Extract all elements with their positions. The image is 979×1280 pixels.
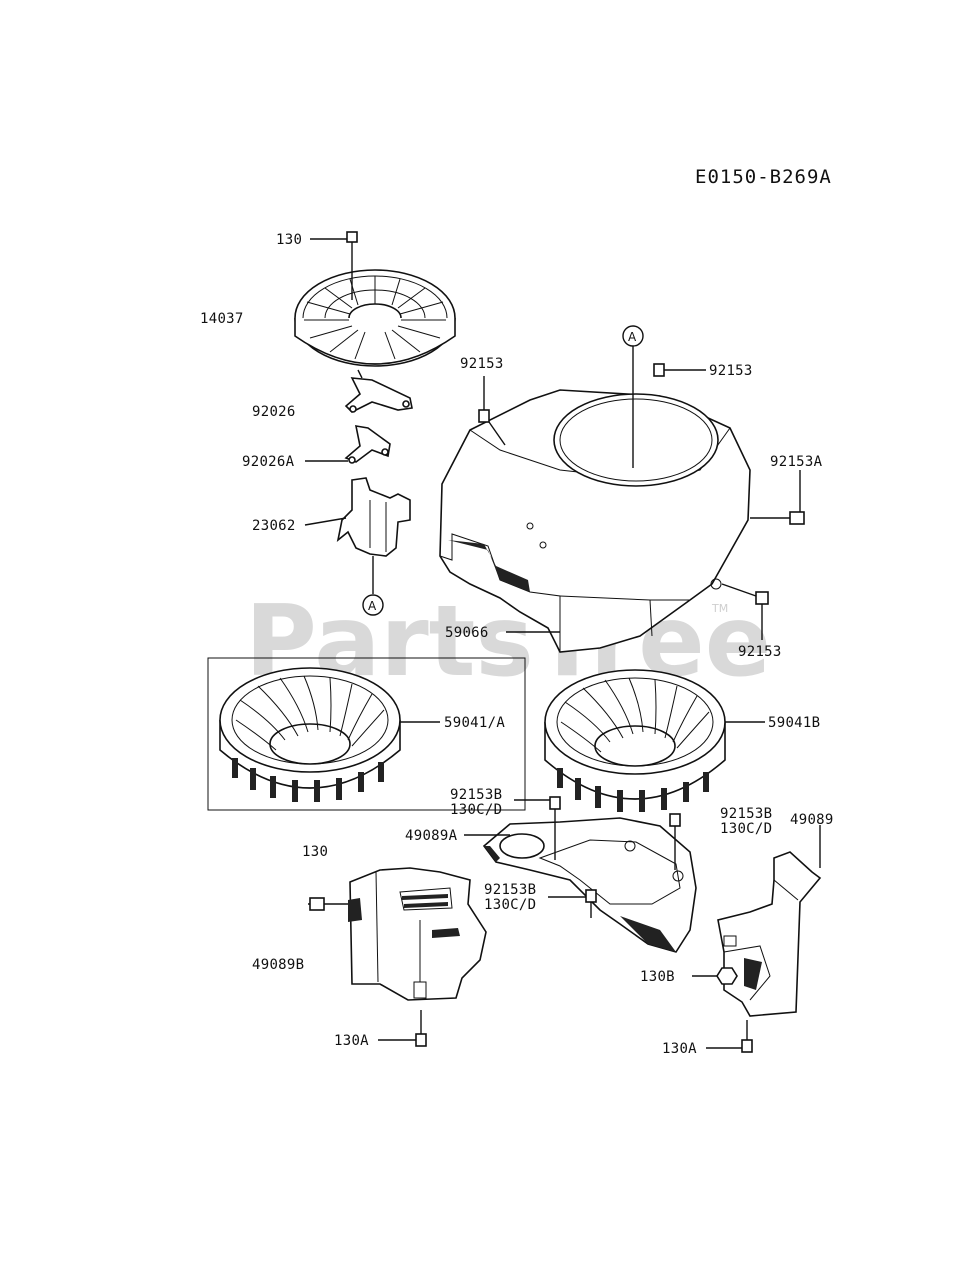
label-130CD-1: 130C/D bbox=[450, 802, 502, 818]
bolt-92153B-top[interactable] bbox=[549, 796, 561, 860]
bracket-23062[interactable] bbox=[336, 477, 411, 557]
label-92153B-1: 92153B bbox=[450, 787, 502, 803]
bolt-92153A[interactable] bbox=[789, 511, 805, 525]
label-92153-left: 92153 bbox=[460, 356, 504, 372]
label-130A-left: 130A bbox=[334, 1033, 369, 1049]
bracket-92026[interactable] bbox=[344, 377, 413, 413]
label-92026A: 92026A bbox=[242, 454, 295, 470]
label-130CD-3: 130C/D bbox=[484, 897, 536, 913]
bolt-130A-right[interactable] bbox=[741, 1020, 753, 1053]
baffle-49089B[interactable] bbox=[348, 867, 487, 1001]
rotating-screen-14037[interactable] bbox=[294, 269, 456, 367]
bolt-130CD-right[interactable] bbox=[669, 813, 681, 870]
label-130-top: 130 bbox=[276, 232, 302, 248]
label-130-mid: 130 bbox=[302, 844, 328, 860]
ref-marker-A-upper: A bbox=[622, 325, 644, 347]
bracket-92026A[interactable] bbox=[344, 425, 391, 464]
diagram-code: E0150-B269A bbox=[695, 166, 832, 188]
bolt-130A-left[interactable] bbox=[415, 1010, 427, 1047]
fan-59041-A[interactable] bbox=[219, 667, 401, 802]
label-92153B-2: 92153B bbox=[720, 806, 772, 822]
fan-housing-59066[interactable] bbox=[439, 389, 751, 653]
label-92153B-3: 92153B bbox=[484, 882, 536, 898]
bolt-92153-left[interactable] bbox=[478, 409, 490, 423]
bolt-92153B-lower[interactable] bbox=[585, 889, 597, 918]
baffle-49089[interactable] bbox=[717, 851, 822, 1017]
bolt-92153-lower[interactable] bbox=[755, 591, 769, 605]
label-23062: 23062 bbox=[252, 518, 296, 534]
baffle-plate-49089A[interactable] bbox=[482, 817, 697, 953]
watermark-trademark: TM bbox=[711, 602, 728, 615]
label-130B: 130B bbox=[640, 969, 675, 985]
label-59041B: 59041B bbox=[768, 715, 820, 731]
label-92153-right: 92153 bbox=[709, 363, 753, 379]
bolt-130-top[interactable] bbox=[346, 231, 358, 300]
nut-130B[interactable] bbox=[716, 967, 738, 985]
bolt-130-mid[interactable] bbox=[308, 897, 348, 911]
label-59041-A: 59041/A bbox=[444, 715, 505, 731]
label-92153-lower: 92153 bbox=[738, 644, 782, 660]
label-92026: 92026 bbox=[252, 404, 296, 420]
label-130A-right: 130A bbox=[662, 1041, 697, 1057]
label-49089A: 49089A bbox=[405, 828, 458, 844]
svg-text:A: A bbox=[368, 599, 377, 613]
label-49089: 49089 bbox=[790, 812, 834, 828]
label-92153A: 92153A bbox=[770, 454, 823, 470]
label-14037: 14037 bbox=[200, 311, 244, 327]
bolt-92153-right[interactable] bbox=[653, 363, 665, 377]
label-59066: 59066 bbox=[445, 625, 489, 641]
svg-text:A: A bbox=[628, 330, 637, 344]
label-49089B: 49089B bbox=[252, 957, 304, 973]
fan-59041B[interactable] bbox=[544, 669, 726, 812]
label-130CD-2: 130C/D bbox=[720, 821, 772, 837]
ref-marker-A-lower: A bbox=[362, 594, 384, 616]
option-box-59041-A bbox=[207, 657, 526, 811]
